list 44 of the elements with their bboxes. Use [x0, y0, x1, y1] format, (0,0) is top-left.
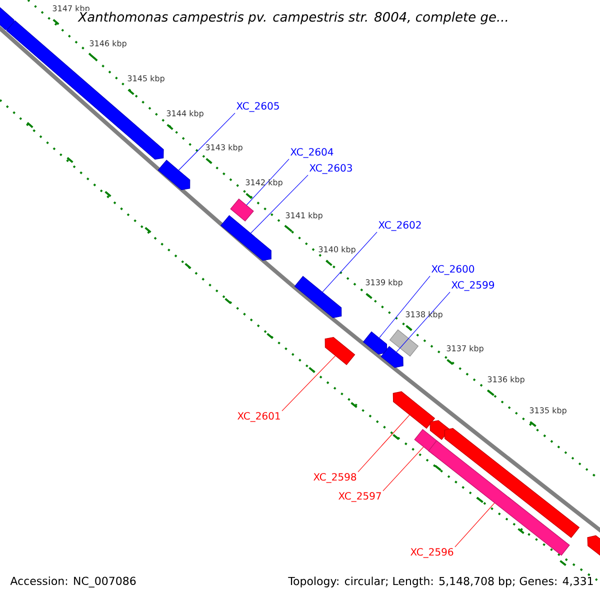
- gene-label: XC_2601: [238, 412, 280, 422]
- scale-label: 3143 kbp: [206, 144, 242, 152]
- scale-label: 3138 kbp: [406, 311, 442, 319]
- leader-line: [178, 112, 236, 170]
- gene-block: [230, 198, 254, 222]
- gene-block: [220, 215, 272, 261]
- scale-label: 3136 kbp: [488, 376, 524, 384]
- gene-label: XC_2600: [432, 265, 474, 275]
- gene-block: [430, 420, 450, 440]
- scale-label: 3140 kbp: [318, 246, 356, 254]
- gene-label: XC_2599: [452, 281, 494, 291]
- gene-block: [158, 160, 190, 190]
- gene-block: [444, 428, 580, 538]
- scale-label: 3146 kbp: [90, 40, 126, 48]
- gene-block: [324, 336, 356, 366]
- gene-label: XC_2603: [310, 164, 352, 174]
- leader-line: [396, 292, 450, 352]
- gene-block: [380, 346, 404, 368]
- title: Xanthomonas campestris pv. campestris str. 8004, complete ge...: [77, 10, 510, 26]
- scale-label: 3137 kbp: [446, 345, 484, 353]
- footer-text: Topology: circular; Length: 5,148,708 bp; Genes: 4,331: [288, 576, 593, 588]
- footer-text: Accession: NC_007086: [10, 576, 136, 588]
- leader-line: [382, 446, 424, 492]
- scale-label: 3145 kbp: [128, 75, 164, 83]
- leader-line: [322, 232, 378, 292]
- gene-label: XC_2596: [410, 548, 454, 558]
- gene-label: XC_2605: [236, 102, 279, 112]
- leader-line: [250, 174, 308, 234]
- scale-label: 3139 kbp: [366, 279, 402, 287]
- scale-label: 3142 kbp: [246, 179, 282, 187]
- gene-block: [6, 20, 164, 160]
- leader-line: [379, 276, 430, 338]
- gene-label: XC_2602: [378, 221, 421, 231]
- gene-block: [392, 391, 436, 429]
- leader-line: [246, 158, 290, 206]
- gene-label: XC_2598: [314, 473, 356, 483]
- gene-block: [294, 276, 342, 318]
- gene-label: XC_2604: [290, 148, 334, 158]
- leader-line: [454, 502, 495, 548]
- scale-label: 3135 kbp: [530, 407, 566, 415]
- scale-label: 3141 kbp: [286, 212, 322, 220]
- leader-line: [282, 356, 336, 412]
- leader-line: [358, 414, 410, 472]
- gene-label: XC_2597: [338, 492, 381, 502]
